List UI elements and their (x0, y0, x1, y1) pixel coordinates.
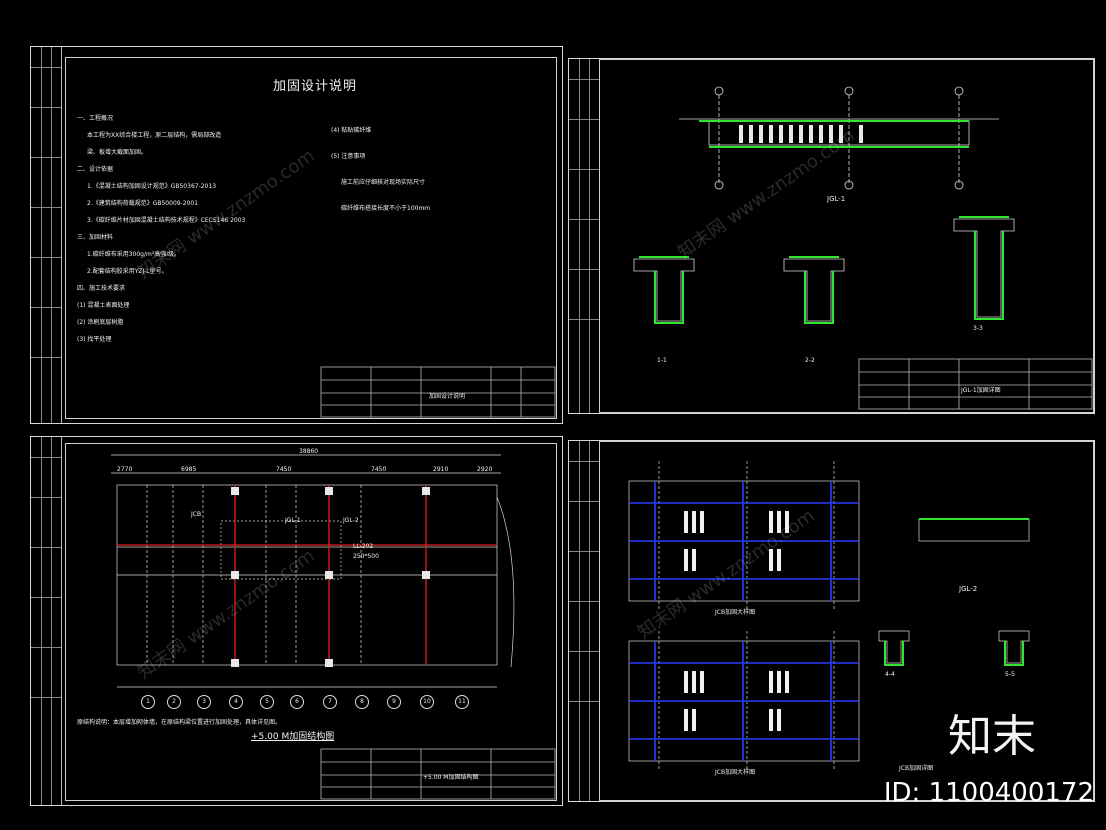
plan-label: JCB (191, 511, 202, 518)
overall-dimension: 38860 (299, 448, 319, 455)
image-id: ID: 1100400172 (883, 778, 1094, 808)
section-label: 2-2 (805, 357, 815, 364)
plan-caption: JCB加固大样图 (715, 609, 756, 616)
dimension: 2920 (477, 466, 493, 473)
section-label: 4-4 (885, 671, 895, 678)
beam-label: JGL-2 (959, 585, 978, 593)
sheet-plan: 38860 2770 6985 7450 7450 2910 2920 JGL-… (30, 436, 563, 806)
section-label: 5-5 (1005, 671, 1015, 678)
title-strip (31, 47, 62, 423)
note-line: (1) 混凝土表面处理 (77, 302, 130, 309)
axis-bubble: 8 (355, 695, 369, 709)
axis-bubble: 2 (167, 695, 181, 709)
jgl1-drawing (633, 86, 1015, 324)
dimension: 2770 (117, 466, 133, 473)
note-line: 1.碳纤维布采用300g/m²高强I级。 (87, 251, 181, 258)
axis-bubble: 4 (229, 695, 243, 709)
plan-note: 原结构说明：本层增加砌体墙，在原结构梁位置进行加固处理，具体详见图。 (77, 719, 282, 726)
sheet-footer: JGL-1加固详图 (961, 387, 1001, 394)
jcb-drawing (628, 461, 1030, 771)
sheet-jgl1-detail: JGL-1 1-1 2-2 3-3 JGL-1加固详图 (568, 58, 1095, 414)
sheet-title: 加固设计说明 (273, 79, 358, 94)
drawing-frame (599, 59, 1094, 413)
axis-bubble: 1 (141, 695, 155, 709)
dimension: 6985 (181, 466, 197, 473)
axis-bubble: 7 (323, 695, 337, 709)
sheet-footer: JCB加固详图 (899, 765, 934, 772)
axis-bubble: 3 (197, 695, 211, 709)
note-line: 1.《混凝土结构加固设计规范》GB50367-2013 (87, 183, 217, 190)
note-line: (4) 粘贴碳纤维 (331, 127, 372, 134)
note-line: 2.配套结构胶采用YZJ-L型号。 (87, 268, 168, 275)
note-line: 梁、板增大截面加固。 (87, 149, 148, 156)
axis-bubble: 5 (260, 695, 274, 709)
sheet-footer: +5.00 M加固结构图 (423, 774, 479, 781)
title-block (320, 748, 556, 800)
axis-bubble: 11 (455, 695, 469, 709)
axis-bubble: 10 (420, 695, 434, 709)
sheet-jcb-detail: JCB加固大样图 JCB加固大样图 JGL-2 4-4 5-5 JCB加固详图 (568, 440, 1095, 802)
dimension: 7450 (371, 466, 387, 473)
note-line: 四、施工技术要求 (77, 285, 126, 292)
note-line: (2) 涂刷底层树脂 (77, 319, 124, 326)
note-line: (3) 找平处理 (77, 336, 112, 343)
plan-drawing (111, 454, 515, 688)
note-line: 三、加固材料 (77, 234, 114, 241)
title-block (320, 366, 556, 418)
note-line: 二、设计依据 (77, 166, 114, 173)
section-label: 3-3 (973, 325, 983, 332)
note-line: 2.《建筑结构荷载规范》GB50009-2001 (87, 200, 199, 207)
plan-caption: JCB加固大样图 (715, 769, 756, 776)
plan-title: +5.00 M加固结构图 (251, 732, 335, 742)
dimension: 2910 (433, 466, 449, 473)
brand-logo: 知末 (948, 711, 1036, 762)
drawing-frame (599, 441, 1094, 801)
drawing-frame (65, 443, 557, 801)
note-line: 一、工程概况 (77, 115, 114, 122)
note-line: (5) 注意事项 (331, 153, 366, 160)
beam-label: JGL-1 (827, 195, 846, 203)
note-line: 碳纤维布搭接长度不小于100mm (341, 205, 431, 212)
dimension: 7450 (276, 466, 292, 473)
axis-bubble: 9 (387, 695, 401, 709)
note-line: 3.《碳纤维片材加固混凝土结构技术规程》CECS146 2003 (87, 217, 246, 224)
section-label: 1-1 (657, 357, 667, 364)
title-block (858, 358, 1093, 410)
note-line: 施工前应仔细核对现场实际尺寸 (341, 179, 426, 186)
plan-label: JGL-2 (343, 517, 359, 524)
drawing-frame (65, 57, 557, 419)
note-line: 本工程为XX综合楼工程，原二层结构，需局部改造 (87, 132, 222, 139)
axis-bubble: 6 (290, 695, 304, 709)
sheet-footer: 加固设计说明 (429, 393, 466, 400)
plan-label: 250*500 (353, 553, 379, 560)
plan-label: LL-202 (353, 543, 374, 550)
plan-label: JGL-1 (285, 517, 301, 524)
title-strip (31, 437, 62, 805)
sheet-design-notes: 加固设计说明 一、工程概况本工程为XX综合楼工程，原二层结构，需局部改造梁、板增… (30, 46, 563, 424)
